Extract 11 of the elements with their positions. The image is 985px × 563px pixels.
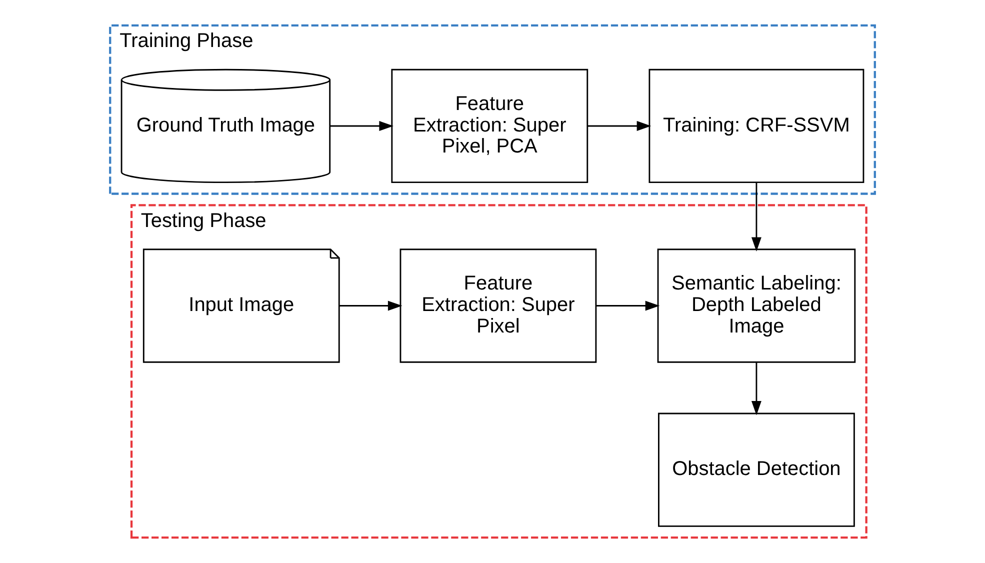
node-box: Training: CRF-SSVM [648, 68, 864, 184]
node-box: Semantic Labeling: Depth Labeled Image [657, 248, 856, 363]
arrow [751, 362, 762, 416]
node-box: Feature Extraction: Super Pixel, PCA [391, 68, 588, 184]
arrow [596, 300, 660, 311]
node-box: Feature Extraction: Super Pixel [400, 248, 597, 363]
arrow [751, 182, 762, 252]
arrow [588, 120, 652, 131]
arrow [330, 120, 394, 131]
node-box: Obstacle Detection [658, 412, 855, 527]
arrow [339, 300, 402, 311]
